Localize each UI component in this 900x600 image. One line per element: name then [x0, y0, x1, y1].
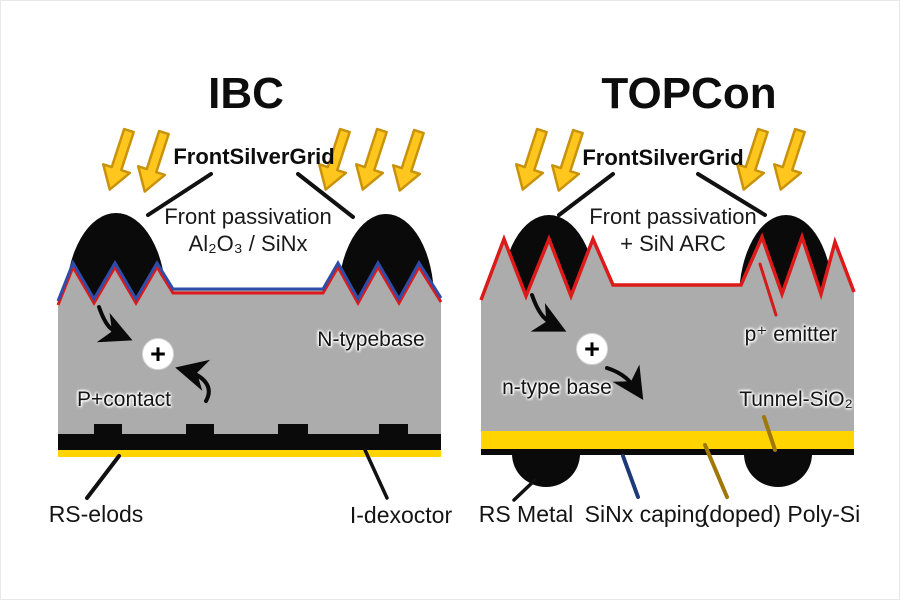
silicon-body	[481, 237, 854, 432]
ibc-passivation-line1: Front passivation	[164, 204, 332, 229]
rear-metal-bump	[512, 454, 580, 487]
topcon-poly-label: (doped) Poly-Si	[701, 501, 861, 527]
tunnel-leader	[762, 415, 777, 452]
passivation-line-red	[56, 263, 443, 307]
topcon-title: TOPCon	[601, 69, 777, 118]
carrier-arrow	[175, 359, 211, 403]
rear-metal-bump	[744, 454, 812, 487]
grid-leader-right	[296, 172, 355, 219]
passivation-line-red	[479, 231, 856, 301]
ibc-contact-label: P+contact	[77, 388, 171, 411]
topcon-cell	[479, 124, 856, 502]
ibc-rear-electrode-label: RS-elods	[48, 501, 144, 527]
ibc-hole-symbol: +	[142, 338, 174, 370]
sinx-leader	[621, 454, 640, 499]
emitter-leader	[758, 262, 778, 317]
topcon-front-grid-label: FrontSilverGrid	[582, 145, 744, 170]
passivation-line-blue	[56, 259, 443, 303]
grid-leader-left	[146, 172, 213, 217]
silicon-body	[58, 263, 441, 435]
rear-contact-pad	[94, 424, 122, 436]
topcon-hole-symbol: +	[576, 333, 608, 365]
ibc-front-grid-label: FrontSilverGrid	[173, 144, 335, 169]
rear-contact-pad	[186, 424, 214, 436]
topcon-passivation-line2: + SiN ARC	[620, 231, 726, 256]
topcon-rs-metal-label: RS Metal	[478, 501, 574, 527]
i-dexoctor-leader	[363, 448, 389, 500]
front-contact-bump	[66, 213, 166, 300]
rear-contact-pad	[278, 424, 308, 436]
rear-contact-pad	[379, 424, 408, 436]
topcon-passivation-line1: Front passivation	[589, 204, 757, 229]
grid-leader-right	[696, 172, 767, 217]
ibc-dielectric-label: I-dexoctor	[349, 502, 453, 528]
ibc-title: IBC	[208, 69, 284, 118]
ibc-cell	[56, 124, 443, 500]
poly-si-layer	[481, 449, 854, 455]
topcon-tunnel-label: Tunnel-SiO₂	[739, 388, 853, 411]
rs-metal-leader	[512, 478, 537, 502]
topcon-emitter-label: p⁺ emitter	[744, 323, 838, 346]
ibc-base-label: N-typebase	[317, 328, 425, 351]
rs-elods-leader	[85, 454, 121, 500]
poly-leader	[703, 443, 729, 499]
carrier-arrow	[530, 293, 567, 332]
topcon-sinx-label: SiNx caping	[584, 501, 708, 527]
tunnel-oxide-layer	[481, 431, 854, 449]
rear-electrode-layer	[58, 434, 441, 450]
grid-leader-left	[557, 172, 615, 217]
carrier-arrow	[605, 364, 644, 401]
carrier-arrow	[96, 305, 133, 343]
topcon-base-label: n-type base	[502, 376, 612, 399]
rear-yellow-layer	[58, 450, 441, 457]
ibc-passivation-line2: Al₂O₃ / SiNx	[188, 231, 308, 256]
